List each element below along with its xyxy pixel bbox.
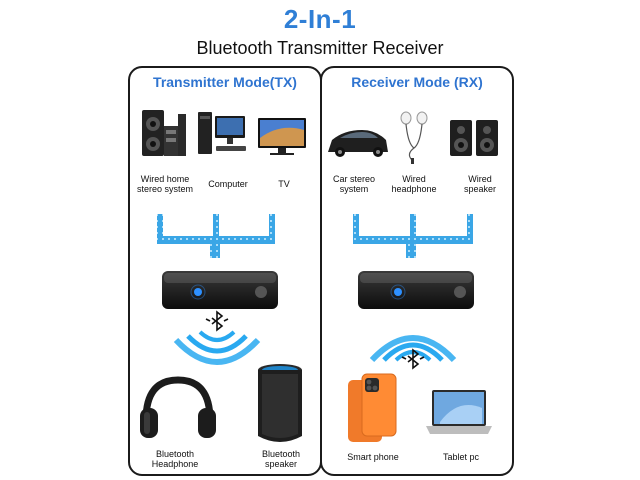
transmitter-illustration xyxy=(140,110,306,442)
page-title: 2-In-1 xyxy=(283,4,357,34)
tv-icon xyxy=(258,118,306,155)
laptop-icon xyxy=(426,390,492,434)
bluetooth-icon xyxy=(401,348,425,370)
target-label-speaker: Bluetooth speaker xyxy=(261,449,301,469)
bluetooth-adapter xyxy=(358,271,474,309)
receiver-mode-title: Receiver Mode (RX) xyxy=(351,74,483,90)
device-label-tv: TV xyxy=(278,179,290,189)
transmitter-mode-title: Transmitter Mode(TX) xyxy=(153,74,297,90)
bluetooth-icon xyxy=(205,310,229,332)
signal-waves xyxy=(173,330,261,365)
headphone-icon xyxy=(140,376,216,438)
device-label-stereo: Wired home stereo system xyxy=(136,174,194,194)
device-label-car: Car stereo system xyxy=(332,174,376,194)
smartphone-icon xyxy=(348,373,397,442)
target-label-headphone: Bluetooth Headphone xyxy=(151,449,199,469)
cable-harness xyxy=(353,214,473,258)
computer-icon xyxy=(198,112,246,154)
cable-harness xyxy=(157,214,275,258)
source-label-smartphone: Smart phone xyxy=(347,452,399,462)
receiver-panel: Receiver Mode (RX) xyxy=(320,66,514,476)
smart-speaker-icon xyxy=(258,364,302,442)
stereo-icon xyxy=(142,110,186,156)
receiver-illustration xyxy=(328,111,498,442)
bookshelf-speaker-icon xyxy=(450,120,498,156)
source-label-tablet: Tablet pc xyxy=(442,452,480,462)
device-label-wired-headphone: Wired headphone xyxy=(391,174,437,194)
car-icon xyxy=(328,130,388,157)
device-label-wired-speaker: Wired speaker xyxy=(463,174,497,194)
device-label-computer: Computer xyxy=(208,179,248,189)
page-subtitle: Bluetooth Transmitter Receiver xyxy=(196,38,444,58)
bluetooth-adapter xyxy=(162,271,278,309)
transmitter-panel: Transmitter Mode(TX) xyxy=(128,66,322,476)
earphone-icon xyxy=(400,111,428,164)
